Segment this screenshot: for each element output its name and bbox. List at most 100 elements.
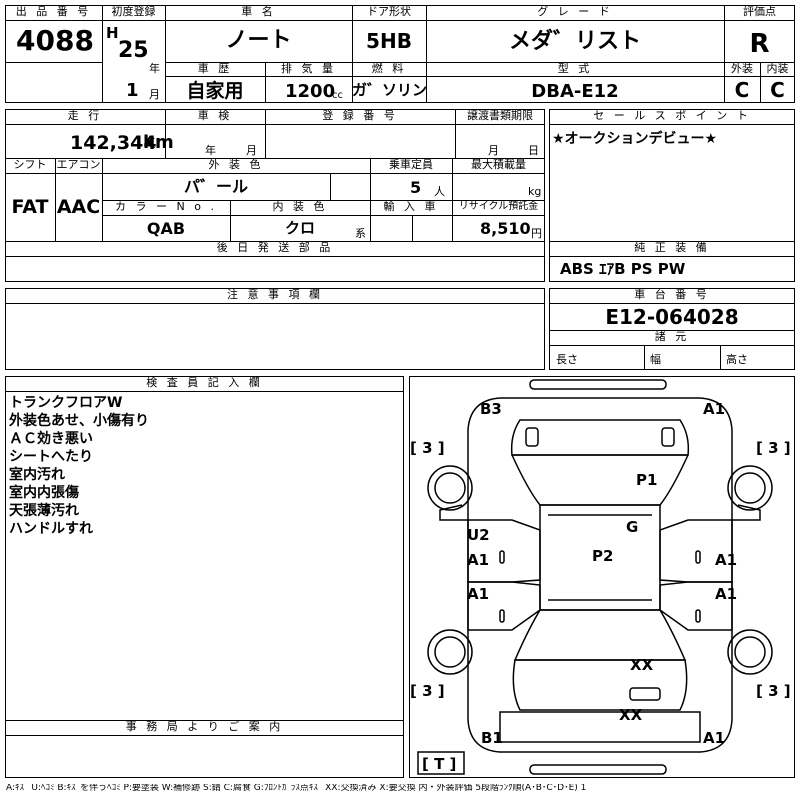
mark-xx-rear: XX	[619, 706, 643, 724]
mark-a1-right-front-door: A1	[715, 551, 738, 569]
capacity: 5	[410, 178, 422, 197]
tire-front-right: [ 3 ]	[756, 439, 791, 457]
notes-section	[5, 288, 545, 370]
inspector-note: ＡＣ効き悪い	[9, 431, 93, 447]
sales-point: ★オークションデビュー★	[552, 131, 718, 147]
mark-a1-front-right: A1	[703, 400, 726, 418]
score: R	[749, 29, 770, 59]
model-label: 型 式	[557, 62, 593, 75]
inspector-note: ハンドルすれ	[9, 521, 93, 537]
capacity-label: 乗車定員	[389, 158, 433, 171]
model-code: DBA-E12	[531, 81, 619, 102]
lot-no: 4088	[16, 24, 94, 57]
chassis-label: 車 台 番 号	[634, 288, 710, 301]
shaken-label: 車 検	[197, 109, 233, 122]
capacity-unit: 人	[434, 185, 445, 198]
car-name-label: 車 名	[241, 5, 276, 18]
displacement: 1200	[285, 81, 336, 102]
year-unit: 年	[149, 62, 160, 75]
inspector-note: シートへたり	[9, 449, 93, 465]
length-label: 長さ	[556, 353, 578, 366]
specs-label: 諸 元	[654, 330, 690, 343]
int-color: クロ	[284, 219, 315, 237]
inspector-label: 検 査 員 記 入 欄	[146, 376, 263, 389]
month-unit: 月	[149, 88, 160, 101]
door-type: 5HB	[366, 29, 412, 53]
sales-section	[549, 109, 795, 282]
mark-p1: P1	[636, 471, 658, 489]
tire-spare: [ T ]	[422, 755, 457, 773]
int-color-label: 内 装 色	[272, 200, 328, 213]
shaken-year-unit: 年	[205, 144, 216, 157]
height-label: 高さ	[726, 353, 748, 366]
reg-no-label: 登 録 番 号	[322, 109, 398, 122]
displacement-unit: cc	[332, 90, 343, 101]
office-label: 事 務 局 よ り ご 案 内	[125, 720, 284, 733]
color-no-label: カ ラ ー N o .	[115, 200, 217, 213]
tire-rear-left: [ 3 ]	[410, 682, 445, 700]
reg-year: 25	[118, 38, 149, 63]
inspector-note: 外装色あせ、小傷有り	[9, 413, 149, 429]
legend: A:ｷｽﾞ U:ﾍｺﾐ B:ｷｽﾞを伴うﾍｺﾐ P:要塗装 W:補修跡 S:錆 …	[6, 784, 587, 793]
displacement-label: 排 気 量	[281, 62, 336, 75]
ac-label: エアコン	[56, 158, 101, 171]
later-parts-label: 後 日 発 送 部 品	[216, 241, 334, 254]
fuel: ガ゛ソリン	[352, 81, 428, 99]
equipment-label: 純 正 装 備	[634, 241, 710, 254]
transfer-month-unit: 月	[488, 144, 499, 157]
history: 自家用	[186, 80, 244, 102]
chassis-no: E12-064028	[605, 305, 739, 329]
inspector-note: 室内汚れ	[9, 467, 65, 483]
mileage-unit: km	[143, 132, 174, 153]
notes-label: 注 意 事 項 欄	[227, 288, 323, 301]
grade: メダ゛リスト	[508, 29, 641, 54]
load-unit: kg	[528, 185, 542, 198]
shift: FAT	[11, 196, 49, 218]
mark-g: G	[626, 518, 639, 536]
recycle-fee: 8,510	[480, 219, 531, 238]
chassis-section	[549, 288, 795, 370]
shift-label: シフト	[13, 158, 47, 171]
era-prefix: H	[106, 24, 119, 42]
inspector-section	[5, 376, 404, 778]
car-diagram-frame	[409, 376, 795, 778]
exterior-label: 外装	[731, 62, 753, 75]
mark-p2: P2	[592, 547, 614, 565]
import-label: 輸 入 車	[383, 200, 439, 213]
mark-a1-left-front-door: A1	[467, 551, 490, 569]
color-label: 外 装 色	[208, 158, 264, 171]
equipment: ABS ｴｱB PS PW	[560, 260, 686, 278]
exterior-grade: C	[734, 78, 750, 102]
mark-a1-right-rear-door: A1	[715, 585, 738, 603]
first-reg-label: 初度登録	[111, 5, 156, 18]
inspector-note: 室内内張傷	[9, 485, 79, 501]
interior-grade: C	[770, 78, 785, 102]
width-label: 幅	[650, 353, 661, 366]
lot-no-label: 出 品 番 号	[15, 5, 92, 18]
inspector-note: 天張薄汚れ	[9, 503, 79, 519]
history-label: 車 歴	[197, 62, 233, 75]
door-label: ドア形状	[367, 5, 411, 18]
mark-a1-left-rear-door: A1	[467, 585, 490, 603]
score-label: 評価点	[743, 5, 776, 18]
fuel-label: 燃 料	[371, 62, 407, 75]
header-section	[5, 5, 795, 103]
reg-month: 1	[126, 80, 139, 101]
mark-b3: B3	[480, 400, 502, 418]
mark-u2: U2	[467, 526, 490, 544]
mileage: 142,344	[70, 132, 157, 154]
color-no: QAB	[146, 219, 186, 238]
shaken-month-unit: 月	[246, 144, 257, 157]
mark-a1-rear: A1	[703, 729, 726, 747]
interior-label: 内装	[766, 62, 789, 75]
car-name: ノート	[225, 28, 292, 53]
recycle-unit: 円	[531, 227, 542, 240]
transfer-day-unit: 日	[528, 144, 539, 157]
int-color-unit: 系	[355, 227, 366, 240]
tire-front-left: [ 3 ]	[410, 439, 445, 457]
recycle-label: リサイクル預託金	[458, 201, 539, 212]
mileage-label: 走 行	[67, 109, 103, 122]
mark-xx-trunk: XX	[630, 656, 654, 674]
ac: AAC	[56, 196, 101, 218]
